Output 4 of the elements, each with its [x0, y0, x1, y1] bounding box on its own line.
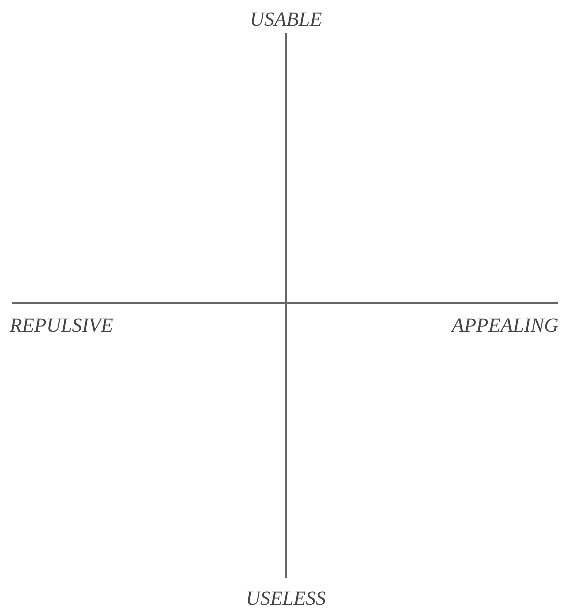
axis-label: REPULSIVE	[10, 315, 114, 337]
axis-label: USABLE	[250, 9, 322, 31]
axis-label: APPEALING	[452, 315, 559, 337]
axis-label: USELESS	[246, 588, 326, 610]
